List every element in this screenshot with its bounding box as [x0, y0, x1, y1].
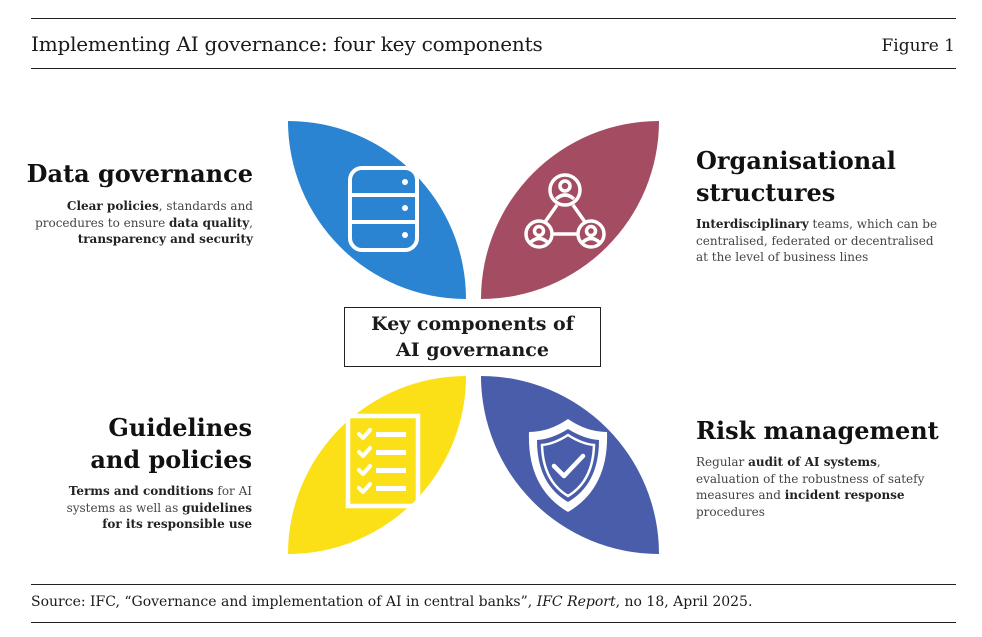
description-line: procedures to ensure data quality, — [35, 215, 253, 230]
risk-management-description: Regular audit of AI systems, evaluation o… — [696, 454, 956, 520]
data-governance-description: Clear policies, standards and procedures … — [13, 198, 253, 248]
shield-check-icon — [528, 419, 608, 512]
guidelines-policies-heading: Guidelines and policies — [90, 413, 252, 474]
header-rule — [31, 68, 956, 69]
source-note: Source: IFC, “Governance and implementat… — [31, 594, 753, 610]
description-line: Clear policies, standards and — [66, 199, 253, 213]
guidelines-policies-petal — [288, 376, 466, 554]
figure-label: Figure 1 — [881, 36, 955, 56]
organisational-structures-petal — [481, 121, 659, 299]
organisational-structures-description: Interdisciplinary teams, which can be cen… — [696, 216, 956, 266]
description-line: Regular audit of AI systems, — [696, 455, 881, 469]
people-network-icon — [524, 173, 606, 249]
risk-management-heading: Risk management — [696, 416, 939, 445]
description-line: Interdisciplinary teams, which can be — [696, 217, 938, 231]
top-rule — [31, 18, 956, 19]
center-label-line1: Key components of — [371, 313, 574, 335]
database-icon — [348, 166, 419, 252]
description-line: procedures — [696, 504, 765, 519]
footer-bottom-rule — [31, 622, 956, 623]
description-line: Terms and conditions for AI — [68, 484, 252, 498]
guidelines-policies-description: Terms and conditions for AI systems as we… — [12, 483, 252, 533]
data-governance-petal — [288, 121, 466, 299]
footer-top-rule — [31, 584, 956, 585]
risk-management-petal — [481, 376, 659, 554]
figure-title: Implementing AI governance: four key com… — [31, 32, 543, 56]
description-line: evaluation of the robustness of satefy — [696, 471, 925, 486]
center-label-box: Key components of AI governance — [344, 307, 601, 367]
description-line: measures and incident response — [696, 488, 905, 502]
description-line: at the level of business lines — [696, 250, 869, 264]
description-line: systems as well as guidelines — [66, 500, 252, 515]
description-line: transparency and security — [77, 232, 253, 246]
organisational-structures-heading: Organisational structures — [696, 146, 896, 207]
checklist-icon — [345, 413, 421, 509]
description-line: for its responsible use — [102, 517, 252, 531]
center-label-line2: AI governance — [396, 339, 549, 361]
data-governance-heading: Data governance — [26, 159, 253, 188]
description-line: centralised, federated or decentralised — [696, 233, 934, 248]
